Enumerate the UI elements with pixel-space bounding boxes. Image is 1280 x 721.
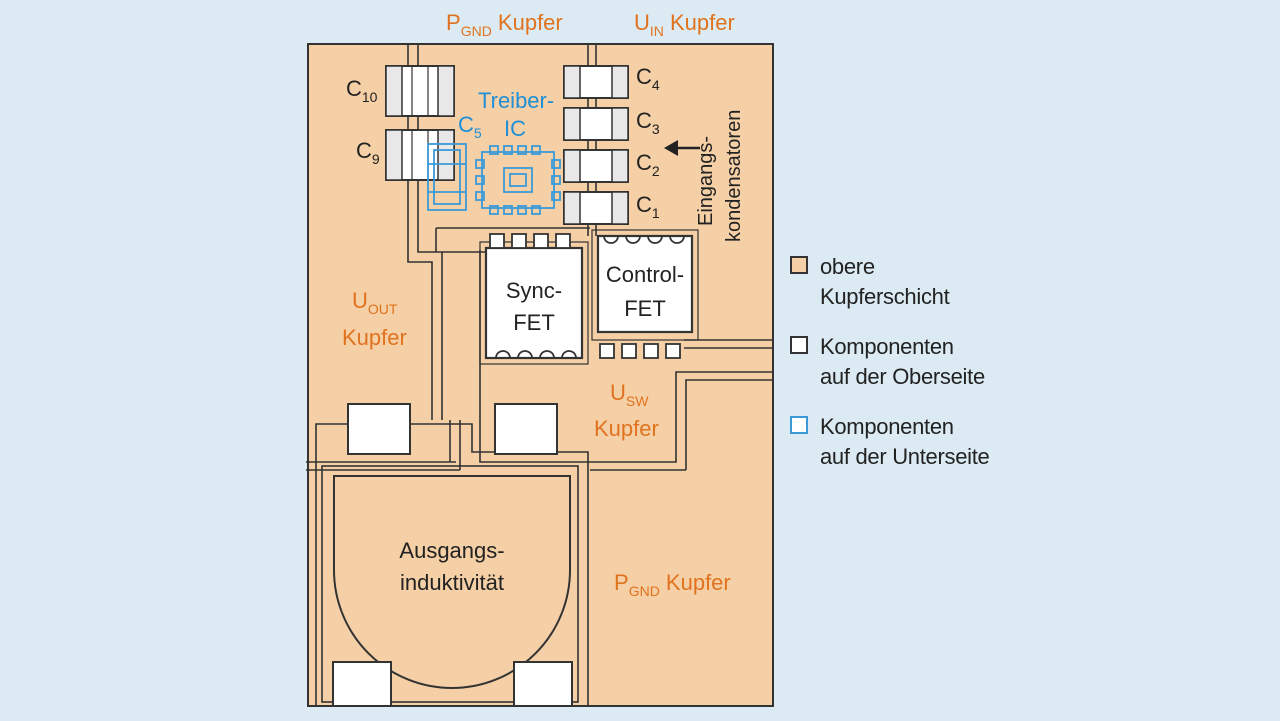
controlfet-label-2: FET: [624, 296, 666, 321]
legend: obere Kupferschicht Komponenten auf der …: [790, 252, 1050, 492]
c10-label: C10: [346, 76, 378, 105]
driver-ic-label-1: Treiber-: [478, 88, 554, 113]
c1-label: C1: [636, 192, 660, 221]
c3-label: C3: [636, 108, 660, 137]
c4-label: C4: [636, 64, 660, 93]
input-capacitors-label: Eingangs- kondensatoren: [695, 110, 745, 242]
uout-label: UOUT: [352, 288, 398, 317]
usw-copper-label: Kupfer: [594, 416, 659, 441]
control-fet: [591, 229, 699, 359]
legend-label: obere Kupferschicht: [820, 254, 950, 309]
legend-swatch-top: [790, 336, 808, 354]
usw-label: USW: [610, 380, 649, 409]
inductor-pad-left: [332, 661, 392, 707]
c2-label: C2: [636, 150, 660, 179]
syncfet-label-1: Sync-: [506, 278, 562, 303]
driver-ic-bottom-side: [475, 145, 561, 215]
arrow-left-icon: [664, 140, 700, 156]
syncfet-label-2: FET: [513, 310, 555, 335]
inductor-pad-right: [513, 661, 573, 707]
c9-label: C9: [356, 138, 380, 167]
svg-text:Eingangs-: Eingangs-: [695, 136, 717, 226]
legend-label: Komponenten auf der Oberseite: [820, 334, 985, 389]
svg-text:kondensatoren: kondensatoren: [723, 110, 745, 242]
controlfet-label-1: Control-: [606, 262, 684, 287]
capacitor-c5-bottom-side: [427, 143, 467, 211]
driver-ic-label-2: IC: [504, 116, 526, 141]
sync-fet: [479, 233, 589, 365]
capacitor-c1: [563, 191, 629, 225]
capacitor-c9: [385, 129, 455, 181]
output-pad-right: [494, 403, 558, 455]
legend-item-bottom-components: Komponenten auf der Unterseite: [790, 412, 1050, 472]
inductor-label-2: induktivität: [400, 570, 504, 595]
capacitor-c3: [563, 107, 629, 141]
capacitor-c10: [385, 65, 455, 117]
legend-item-top-components: Komponenten auf der Oberseite: [790, 332, 1050, 392]
legend-item-copper: obere Kupferschicht: [790, 252, 1050, 312]
inductor-label-1: Ausgangs-: [399, 538, 504, 563]
c5-label: C5: [458, 112, 482, 141]
uin-label: UIN Kupfer: [634, 10, 735, 39]
legend-swatch-copper: [790, 256, 808, 274]
pgnd-bottom-label: PGND Kupfer: [614, 570, 731, 599]
legend-swatch-bottom: [790, 416, 808, 434]
output-pad-left: [347, 403, 411, 455]
capacitor-c4: [563, 65, 629, 99]
legend-label: Komponenten auf der Unterseite: [820, 414, 990, 469]
uout-copper-label: Kupfer: [342, 325, 407, 350]
pgnd-top-label: PGND Kupfer: [446, 10, 563, 39]
capacitor-c2: [563, 149, 629, 183]
output-inductor: [321, 465, 579, 707]
